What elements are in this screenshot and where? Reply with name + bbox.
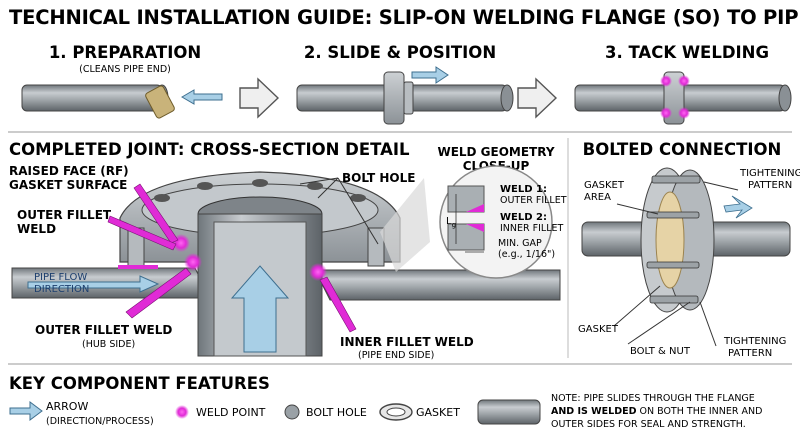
- key-arrow-label-1: ARROW: [46, 400, 88, 413]
- key-weld-point-icon: [175, 405, 189, 419]
- bolt-hole-pointers: [299, 177, 379, 245]
- gasket-area-label-2: AREA: [584, 192, 611, 203]
- inner-fillet-sub: (PIPE END SIDE): [358, 350, 434, 361]
- weld2-label-a: WELD 2:: [500, 212, 547, 223]
- weld-points: [118, 234, 327, 281]
- bolt-holes: [154, 179, 366, 202]
- tightening-arrow-icon: [723, 195, 753, 219]
- outer-fillet-top-label-2: WELD: [17, 222, 56, 236]
- closeup-dim-label: Lg: [446, 216, 456, 229]
- weld2-label-b: INNER FILLET: [500, 223, 563, 234]
- key-gasket-label: GASKET: [416, 406, 460, 419]
- step-1-arrow-icon: [181, 89, 223, 105]
- flange-side-bolts: [127, 227, 385, 267]
- bolt-nut-label: BOLT & NUT: [630, 346, 691, 357]
- flow-label-2: DIRECTION: [34, 284, 89, 295]
- key-heading: KEY COMPONENT FEATURES: [9, 374, 270, 393]
- key-bolt-hole-icon: [284, 404, 300, 420]
- raised-face-label-1: RAISED FACE (RF): [9, 164, 129, 178]
- bolts: [646, 175, 701, 304]
- outer-fillet-hub-label: OUTER FILLET WELD: [35, 323, 172, 337]
- process-arrow-icon-2: [517, 77, 558, 119]
- key-arrow-icon: [9, 401, 43, 421]
- step-2-label: 2. SLIDE & POSITION: [304, 43, 496, 62]
- pattern-bot-label-1: TIGHTENING: [723, 336, 786, 347]
- page-title: TECHNICAL INSTALLATION GUIDE: SLIP-ON WE…: [9, 6, 800, 29]
- step-2-flange: [383, 71, 414, 125]
- flow-arrow-up-icon: [230, 265, 290, 353]
- flow-label-1: PIPE FLOW: [34, 272, 87, 283]
- bolted-heading: BOLTED CONNECTION: [583, 140, 782, 159]
- gasket-label: GASKET: [578, 324, 619, 335]
- closeup-circle: [439, 165, 553, 279]
- closeup-projection: [380, 178, 430, 272]
- step-1-label: 1. PREPARATION: [49, 43, 201, 62]
- pattern-bot-label-2: PATTERN: [728, 348, 772, 359]
- gasket-area-label-1: GASKET: [584, 180, 625, 191]
- outer-fillet-top-label-1: OUTER FILLET: [17, 208, 112, 222]
- key-weld-label: WELD POINT: [196, 406, 266, 419]
- key-note-line-1: NOTE: PIPE SLIDES THROUGH THE FLANGE: [551, 393, 755, 404]
- cross-section-heading: COMPLETED JOINT: CROSS-SECTION DETAIL: [9, 140, 410, 159]
- process-arrow-icon: [239, 77, 280, 119]
- gap-label-b: (e.g., 1/16"): [498, 249, 555, 260]
- cleaning-brush-icon: [145, 85, 175, 119]
- weld1-label-a: WELD 1:: [500, 184, 547, 195]
- key-gasket-icon: [379, 403, 413, 421]
- step-3-label: 3. TACK WELDING: [605, 43, 769, 62]
- weld1-label-b: OUTER FILLET: [500, 195, 567, 206]
- slide-arrow-icon: [411, 66, 449, 84]
- flow-arrow-right-icon: [27, 275, 160, 293]
- raised-face-label-2: GASKET SURFACE: [9, 178, 127, 192]
- gap-label-a: MIN. GAP: [498, 238, 542, 249]
- gasket-ring: [655, 191, 685, 289]
- outer-fillet-hub-sub: (HUB SIDE): [82, 339, 135, 350]
- tack-weld-icon: [660, 75, 690, 119]
- bolted-pointers: [613, 181, 739, 347]
- key-note-line-3: OUTER SIDES FOR SEAL AND STRENGTH.: [551, 419, 746, 430]
- key-bolt-label: BOLT HOLE: [306, 406, 367, 419]
- inner-fillet-label: INNER FILLET WELD: [340, 335, 474, 349]
- pattern-top-label-2: PATTERN: [748, 180, 792, 191]
- key-arrow-label-2: (DIRECTION/PROCESS): [46, 416, 154, 427]
- key-pipe-icon: [477, 399, 541, 425]
- key-note-line-2: AND IS WELDED ON BOTH THE INNER AND: [551, 406, 762, 417]
- bolt-hole-label: BOLT HOLE: [342, 171, 415, 185]
- callout-arrows: [107, 183, 357, 333]
- closeup-heading-1: WELD GEOMETRY: [437, 145, 554, 159]
- pattern-top-label-1: TIGHTENING: [739, 168, 800, 179]
- step-1-caption: (CLEANS PIPE END): [79, 64, 171, 75]
